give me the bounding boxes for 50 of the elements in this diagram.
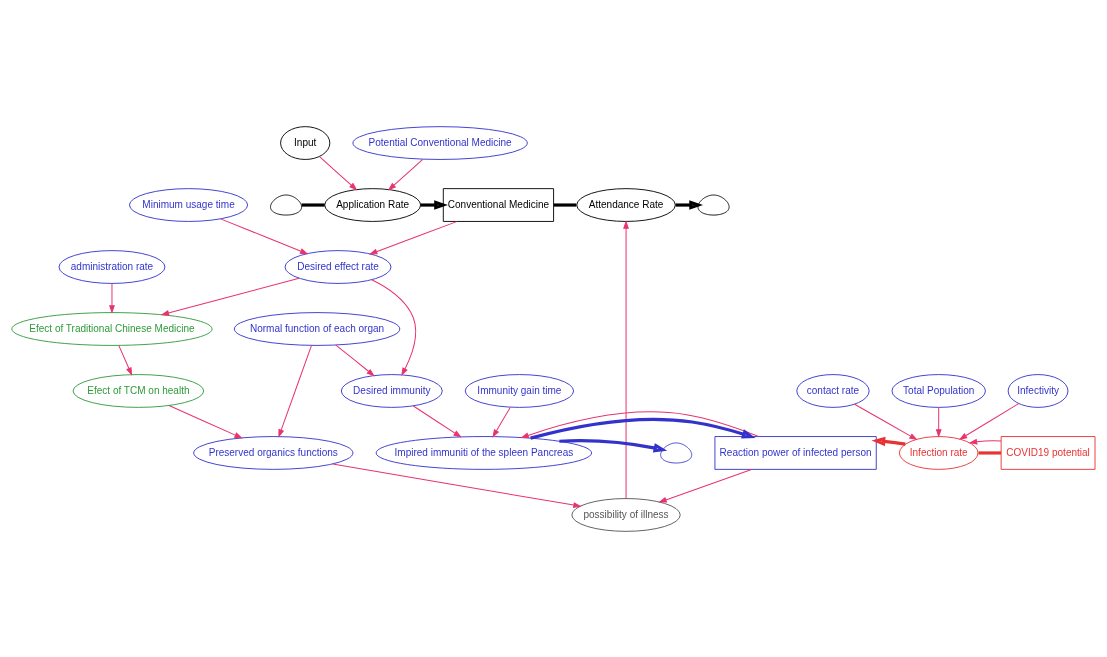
connector	[553, 202, 577, 207]
arrow	[335, 344, 375, 376]
arrow	[319, 155, 357, 190]
arrow	[388, 158, 424, 190]
connector	[978, 450, 1001, 455]
arrow	[675, 199, 703, 210]
arrow	[659, 468, 752, 503]
arrow	[959, 402, 1020, 440]
arrow	[854, 403, 917, 440]
arrow	[871, 436, 906, 446]
arrow	[371, 278, 417, 375]
node-ellipse: Input	[280, 125, 331, 160]
arrow	[412, 405, 461, 437]
node-ellipse: Application Rate	[324, 187, 422, 222]
node-ellipse: Total Population	[891, 373, 986, 408]
arrow	[109, 282, 115, 313]
arrow	[492, 406, 511, 437]
arrow	[420, 199, 448, 210]
connector	[301, 202, 325, 207]
node-ellipse: contact rate	[796, 373, 870, 408]
node-ellipse: Normal function of each organ	[233, 311, 401, 346]
arrow	[332, 463, 581, 508]
arrow	[935, 406, 942, 437]
node-ellipse: Immunity gain time	[464, 373, 575, 408]
arrow	[278, 344, 312, 437]
node-box: Reaction power of infected person	[714, 435, 877, 470]
arrow	[220, 217, 308, 254]
node-cloud	[697, 194, 730, 215]
arrow	[623, 220, 629, 499]
node-ellipse: Attendance Rate	[576, 187, 676, 222]
node-ellipse: Minimum usage time	[129, 187, 249, 222]
arrow	[559, 438, 668, 453]
node-ellipse: Desired immunity	[340, 373, 443, 408]
arrow	[521, 411, 760, 438]
node-box: Conventional Medicine	[442, 187, 555, 222]
node-ellipse: Potential Conventional Medicine	[352, 125, 528, 160]
node-ellipse: Efect of TCM on health	[72, 373, 205, 408]
node-ellipse: administration rate	[58, 249, 166, 284]
node-ellipse: Impired immuniti of the spleen Pancreas	[375, 435, 593, 470]
node-box: COVID19 potential	[1000, 435, 1096, 470]
arrow	[369, 220, 458, 254]
arrow	[118, 344, 132, 375]
arrow	[969, 438, 1002, 444]
node-ellipse: Preserved organics functions	[193, 435, 354, 470]
node-cloud	[270, 194, 303, 215]
node-cloud	[660, 442, 693, 463]
node-ellipse: Infectivity	[1007, 373, 1069, 408]
arrow	[168, 404, 242, 438]
arrow	[161, 277, 300, 316]
arrow	[530, 417, 756, 440]
